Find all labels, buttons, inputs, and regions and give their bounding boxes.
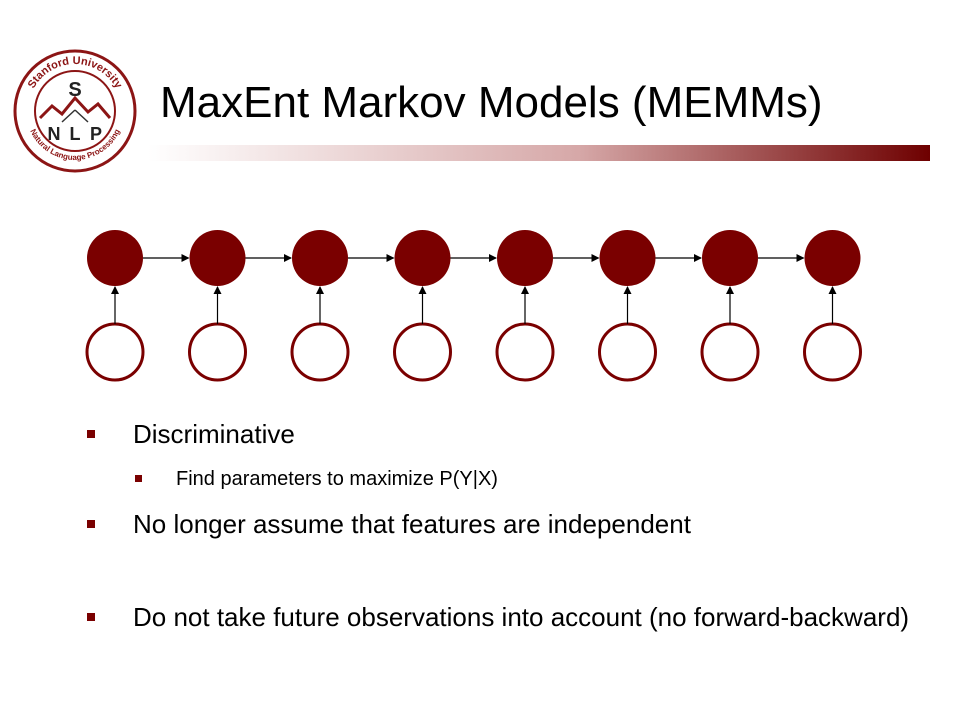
- hidden-state-node: [702, 230, 758, 286]
- observation-node: [700, 322, 760, 382]
- square-bullet-icon: [135, 475, 142, 482]
- memm-chain-diagram: [85, 230, 862, 382]
- hidden-state-node: [87, 230, 143, 286]
- observation-node: [188, 322, 247, 382]
- observation-node: [85, 322, 145, 382]
- logo-letter-l: L: [70, 124, 81, 144]
- bullet-text: Find parameters to maximize P(Y|X): [176, 468, 498, 490]
- sub-bullet-find-parameters: Find parameters to maximize P(Y|X): [135, 466, 925, 492]
- bullet-future-observations: Do not take future observations into acc…: [87, 601, 927, 633]
- bullet-discriminative: Discriminative: [87, 418, 927, 450]
- logo-mountain-icon: [38, 95, 112, 120]
- observation-node: [803, 322, 862, 382]
- hidden-state-node: [189, 230, 246, 286]
- observation-node: [393, 322, 452, 382]
- observation-node: [598, 322, 657, 382]
- stanford-nlp-logo: Stanford University Natural Language Pro…: [13, 49, 137, 173]
- hidden-state-node: [804, 230, 861, 286]
- square-bullet-icon: [87, 613, 95, 621]
- observation-node: [290, 322, 350, 382]
- hidden-state-node: [599, 230, 656, 286]
- bullet-text: No longer assume that features are indep…: [133, 509, 691, 539]
- title-underline-bar: [148, 145, 930, 161]
- logo-letter-s: S: [68, 79, 81, 101]
- square-bullet-icon: [87, 520, 95, 528]
- square-bullet-icon: [87, 430, 95, 438]
- bullet-independence: No longer assume that features are indep…: [87, 508, 787, 540]
- slide-title: MaxEnt Markov Models (MEMMs): [160, 78, 823, 127]
- logo-letter-n: N: [48, 124, 61, 144]
- hidden-state-node: [497, 230, 553, 286]
- logo-letter-p: P: [90, 124, 102, 144]
- hidden-state-node: [394, 230, 451, 286]
- observation-node: [495, 322, 555, 382]
- bullet-text: Do not take future observations into acc…: [133, 602, 910, 632]
- hidden-state-node: [292, 230, 348, 286]
- bullet-text: Discriminative: [133, 419, 295, 449]
